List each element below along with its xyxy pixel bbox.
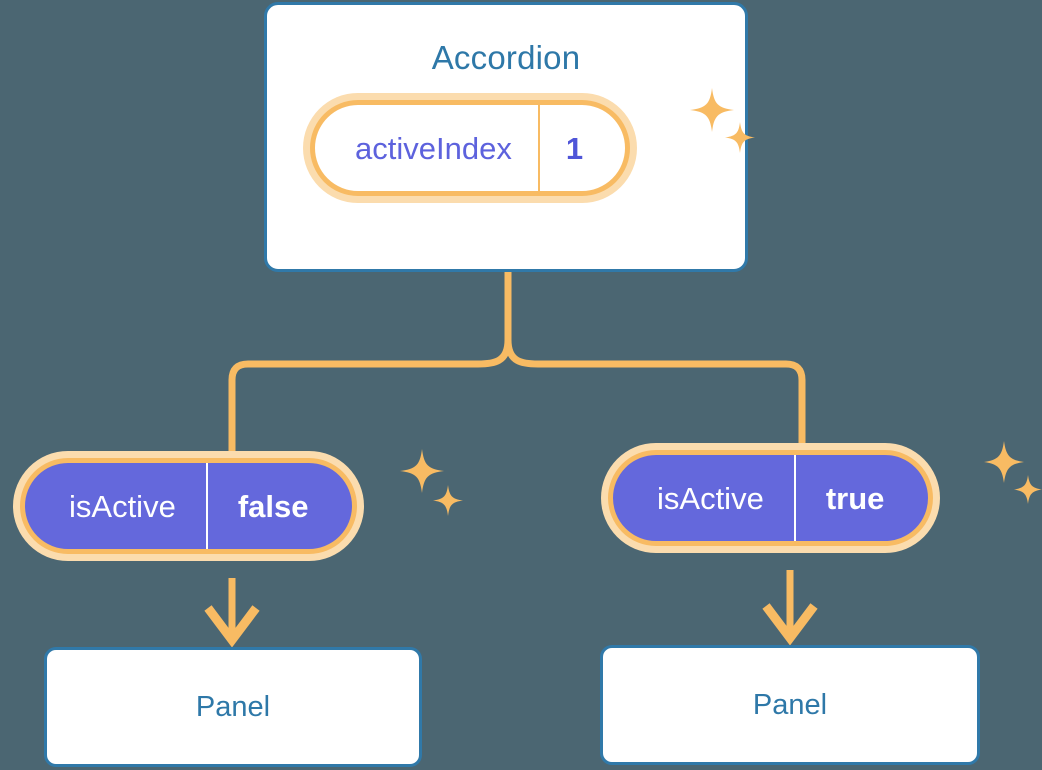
connector-branch-right xyxy=(504,336,806,460)
panel-label: Panel xyxy=(195,690,271,723)
sparkle-icon xyxy=(400,449,444,493)
pill-value-label: false xyxy=(237,488,309,524)
panel-box-right: Panel xyxy=(600,645,980,765)
page-title: Accordion xyxy=(431,39,581,76)
pill-body: isActive true xyxy=(608,450,934,546)
arrow-left-group xyxy=(204,578,260,648)
sparkle-icon xyxy=(433,485,463,516)
state-pill-is-active-right[interactable]: isActive true xyxy=(608,450,934,546)
state-pill-active-index[interactable]: activeIndex 1 xyxy=(310,100,631,196)
connector-branch-left xyxy=(228,336,512,466)
pill-key-label: isActive xyxy=(657,480,764,516)
pill-key-label: isActive xyxy=(69,488,176,524)
pill-divider xyxy=(537,105,540,191)
down-arrow-icon xyxy=(762,603,818,646)
sparkle-icon xyxy=(984,441,1024,483)
sparkle-icon xyxy=(1014,475,1042,504)
panel-label: Panel xyxy=(752,688,828,721)
state-pill-is-active-left[interactable]: isActive false xyxy=(20,458,358,554)
pill-divider xyxy=(793,455,796,541)
pill-key-label: activeIndex xyxy=(355,130,512,166)
sparkle-right-pill xyxy=(984,441,1042,504)
sparkle-left-pill xyxy=(400,449,463,516)
down-arrow-icon xyxy=(204,605,260,648)
panel-box-left: Panel xyxy=(44,647,422,767)
pill-body: isActive false xyxy=(20,458,358,554)
pill-value-label: 1 xyxy=(565,130,584,166)
arrow-right-group xyxy=(762,570,818,646)
pill-value-label: true xyxy=(825,480,885,516)
pill-body: activeIndex 1 xyxy=(310,100,631,196)
pill-divider xyxy=(205,463,208,549)
